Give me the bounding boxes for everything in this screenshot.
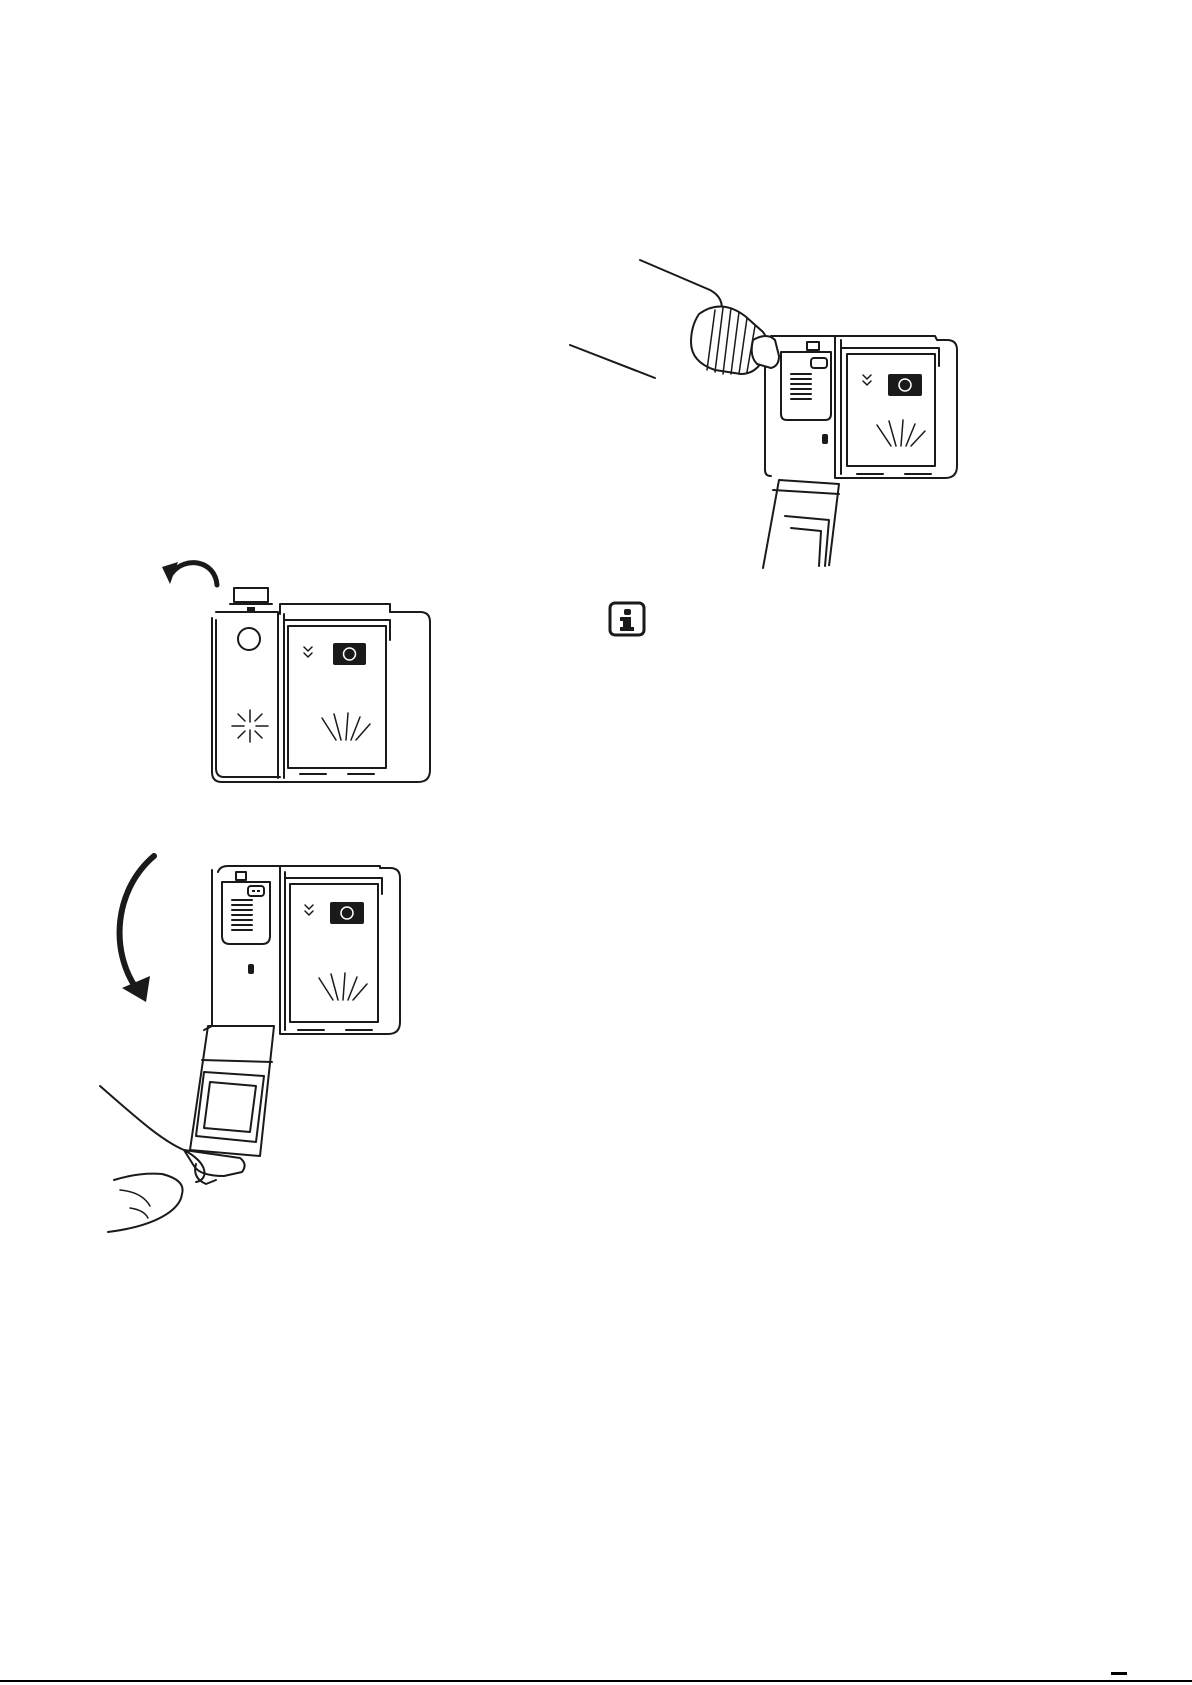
dispenser-body [570,260,957,568]
sparkle-icon [232,710,268,742]
level-indicator-lines [791,374,811,399]
level-indicator-lines [232,900,252,930]
dispenser-fill-figure [595,270,995,570]
dispenser-body [212,588,430,782]
rotate-ccw-arrow-icon [162,562,217,585]
info-icon [608,601,646,637]
dispenser-closed-figure [150,540,440,785]
page-bottom-rule [0,1680,1192,1682]
dispenser-open-figure [100,850,440,1235]
page-mark [1111,1672,1127,1675]
rinse-aid-bottle [570,260,779,378]
curved-arrow-down-icon [120,856,154,1002]
dispenser-body [100,866,400,1232]
